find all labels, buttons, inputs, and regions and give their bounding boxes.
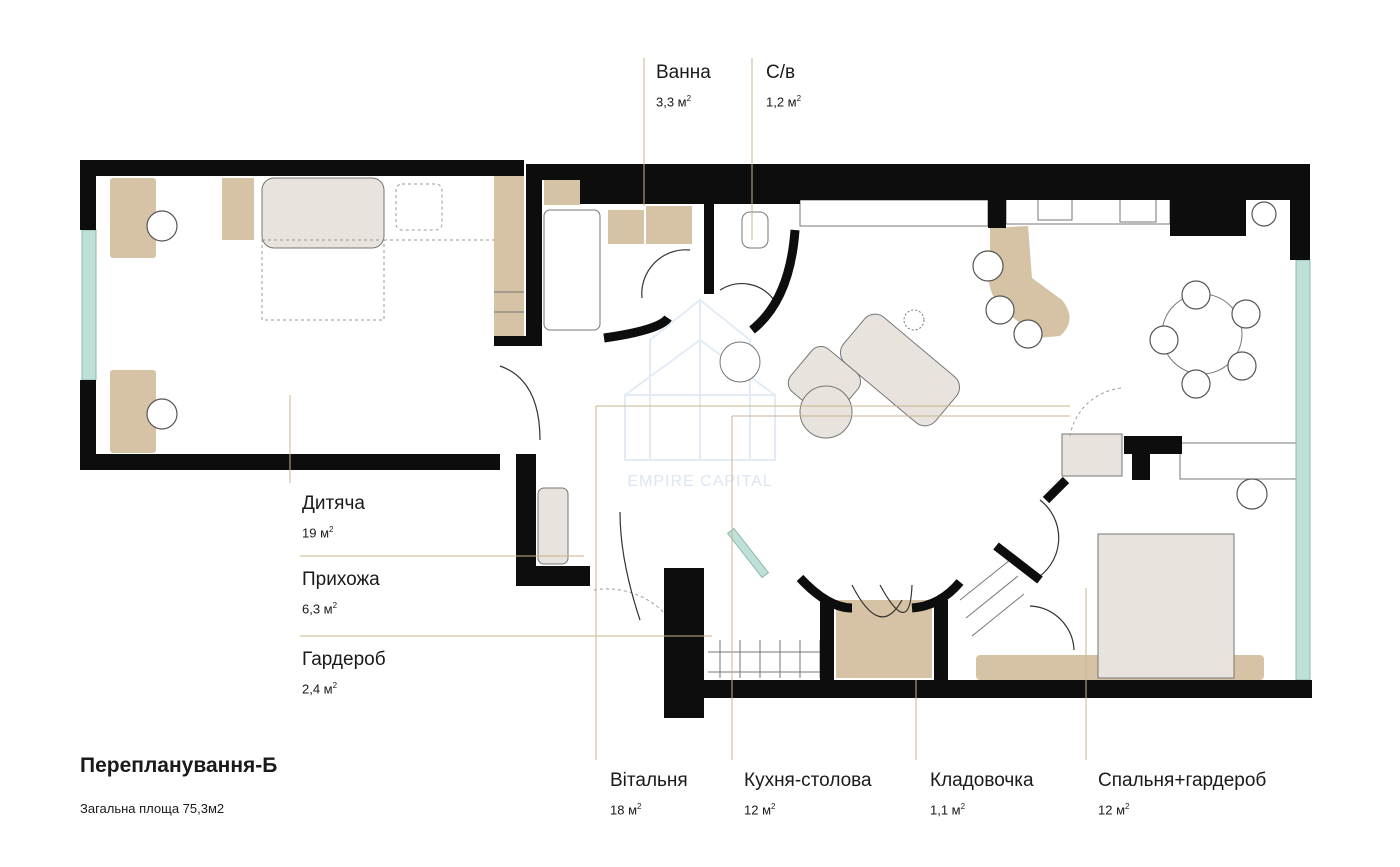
curved-walls (603, 229, 1070, 613)
room-label-kids: Дитяча 19 м2 (302, 493, 365, 541)
leader-lines (289, 58, 1087, 760)
room-label-wardrobe: Гардероб 2,4 м2 (302, 649, 386, 697)
room-label-living: Вітальня 18 м2 (610, 770, 688, 818)
plan-title: Перепланування-Б (80, 754, 278, 777)
watermark-logo (624, 298, 776, 461)
room-label-wc: С/в 1,2 м2 (766, 62, 802, 110)
chairs (146, 201, 1277, 510)
windows (81, 229, 1311, 681)
walls (80, 160, 1312, 718)
room-label-kitchen: Кухня-столова 12 м2 (744, 770, 872, 818)
room-label-bedroom: Спальня+гардероб 12 м2 (1098, 770, 1267, 818)
room-label-pantry: Кладовочка 1,1 м2 (930, 770, 1034, 818)
watermark-text: EMPIRE CAPITAL (627, 473, 772, 490)
room-label-bathroom: Ванна 3,3 м2 (656, 62, 711, 110)
total-area: Загальна площа 75,3м2 (80, 801, 225, 816)
doors (499, 249, 1075, 651)
room-label-hall: Прихожа 6,3 м2 (302, 569, 380, 617)
furniture (261, 177, 1297, 679)
